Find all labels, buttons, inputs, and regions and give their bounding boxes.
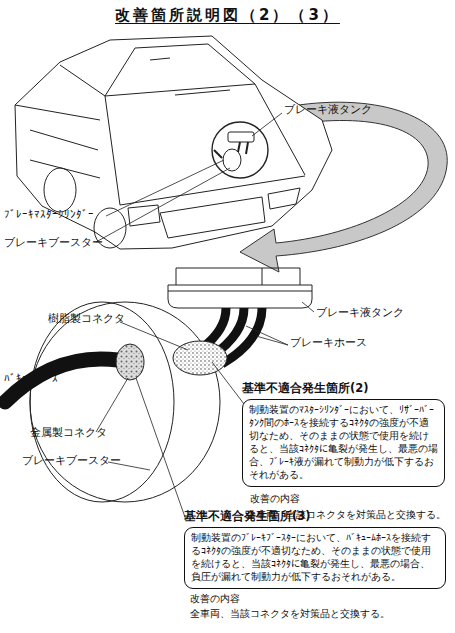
callout-box: 基準不適合発生箇所(3)制動装置のﾌﾞﾚｰｷﾌﾞｰｽﾀｰにおいて、ﾊﾞｷｭｰﾑﾎ… <box>184 509 446 589</box>
part-label: ブレーキホース <box>290 336 367 349</box>
remedy-text: 全車両、当該コネクタを対策品と交換する。 <box>246 509 446 521</box>
part-label: ブレーキブースター <box>22 454 121 467</box>
callout-box: 基準不適合発生箇所(2) 制動装置のﾏｽﾀｰｼﾘﾝﾀﾞｰにおいて、ﾘｻﾞｰﾊﾞｰﾀ… <box>242 381 445 487</box>
part-label: ブレーキブースター <box>4 236 103 249</box>
callout-heading: 基準不適合発生箇所(2) <box>242 381 445 396</box>
remedy-heading: 改善の内容 <box>190 593 240 605</box>
callout-text: 制動装置のﾌﾞﾚｰｷﾌﾞｰｽﾀｰにおいて、ﾊﾞｷｭｰﾑﾎｰｽを接続するｺﾈｸﾀの… <box>184 527 446 589</box>
part-label: ﾊﾞｷｭｰﾑﾎｰｽ <box>4 372 58 385</box>
part-label: ブレーキ液タンク <box>316 306 404 319</box>
diagram-title: 改善箇所説明図（2）（3） <box>0 6 455 25</box>
remedy-heading: 改善の内容 <box>250 493 300 505</box>
callout-text: 制動装置のﾏｽﾀｰｼﾘﾝﾀﾞｰにおいて、ﾘｻﾞｰﾊﾞｰﾀﾝｸ間のﾎｰｽを接続する… <box>242 399 445 487</box>
part-label: 金属製コネクタ <box>30 426 107 439</box>
remedy-text: 全車両、当該コネクタを対策品と交換する。 <box>190 608 390 620</box>
part-label: ブレーキ液タンク <box>284 103 372 116</box>
leader-line <box>96 113 282 242</box>
part-label: 樹脂製コネクタ <box>48 312 125 325</box>
part-label: ﾌﾞﾚｰｷﾏｽﾀｰｼﾘﾝﾀﾞｰ <box>4 208 94 221</box>
